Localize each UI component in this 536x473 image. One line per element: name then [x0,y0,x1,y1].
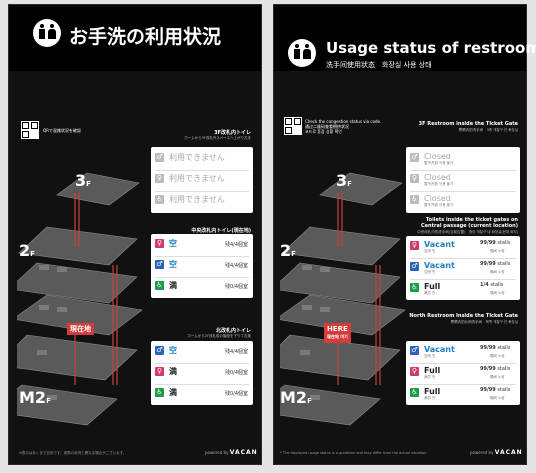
brand: powered by VACAN [470,449,523,456]
section-3f-subtitle: 票閘內的洗手间 3층 개찰구 안 화장실 [458,128,518,132]
toilet-female-icon: ♀ [155,239,164,248]
toilet-female-icon: ♀ [155,367,164,376]
toilet-female-icon: ♀ [410,241,419,250]
toilet-male-icon: ♂ [410,346,419,355]
floor-2f: 2F [19,241,35,260]
qr-label: Check the congestion status via code.通过二… [305,119,382,134]
section-north-panel: ♂空残4/4個室 ♀満残0/4個室 ♿満残0/4個室 [151,341,253,405]
floor-3f: 3F [75,171,91,190]
floor-2f: 2F [280,241,296,260]
station-map [17,172,143,426]
toilet-male-icon: ♂ [155,260,164,269]
toilet-female-icon: ♀ [155,174,164,183]
section-north-title: North Restroom Inside the Ticket Gate [409,313,518,319]
section-central-title: Toilets inside the ticket gates on Centr… [421,217,518,229]
toilet-male-icon: ♂ [155,153,164,162]
section-3f-subtitle: ホームから3F改札外スペースへ上がり左手 [184,136,251,140]
toilet-accessible-icon: ♿ [155,388,164,397]
section-central-panel: ♀空残4/4個室 ♂空残4/4個室 ♿満残0/4個室 [151,234,253,298]
section-north-subtitle: ホームから2F改札前の階段を下りて右奥 [187,334,251,338]
header: お手洗の利用状況 [9,5,261,71]
header: Usage status of restroom 洗手间使用状态 화장실 사용 … [274,5,536,71]
current-location-marker: 現在地 [67,323,94,335]
qr-label: QRで混雑状況を確認 [43,128,81,133]
section-north-subtitle: 票閘內的北側洗手间 북쪽 개찰구 안 화장실 [450,320,518,324]
toilet-male-icon: ♂ [410,153,419,162]
restroom-icon [288,39,316,67]
station-map [280,172,406,426]
section-3f-panel: ♂利用できません ♀利用できません ♿利用できません [151,147,253,213]
page-title: Usage status of restroom [326,39,536,57]
signage-japanese: お手洗の利用状況 QRで混雑状況を確認 3F 2F M2F 現在地 3F改札内ト… [8,4,262,465]
toilet-accessible-icon: ♿ [410,195,419,204]
toilet-accessible-icon: ♿ [410,388,419,397]
section-3f-title: 3F改札内トイレ [214,130,251,136]
toilet-accessible-icon: ♿ [155,195,164,204]
page-title: お手洗の利用状況 [69,26,222,48]
disclaimer: * The displayed usage status is a guidel… [280,451,428,455]
disclaimer: ※表示はあくまで目安です。実際の状況と異なる場合がございます。 [19,451,127,455]
toilet-male-icon: ♂ [155,346,164,355]
brand: powered by VACAN [205,449,258,456]
section-north-title: 北改札内トイレ [215,328,251,334]
floor-m2f: M2F [19,388,51,407]
toilet-female-icon: ♀ [410,174,419,183]
floor-3f: 3F [336,171,352,190]
floor-m2f: M2F [280,388,312,407]
toilet-female-icon: ♀ [410,367,419,376]
toilet-accessible-icon: ♿ [410,283,419,292]
toilet-accessible-icon: ♿ [155,281,164,290]
signage-english: Usage status of restroom 洗手间使用状态 화장실 사용 … [273,4,536,465]
restroom-icon [33,19,61,47]
section-central-subtitle: 中央改札内的洗手间(当前位置) 중앙 개찰구 내 화장실(현재 위치) [417,230,518,234]
page-subtitle: 洗手间使用状态 화장실 사용 상태 [326,61,432,69]
qr-code[interactable] [284,117,302,135]
toilet-male-icon: ♂ [410,262,419,271]
section-central-title: 中央改札内トイレ(現在地) [191,228,251,234]
qr-code[interactable] [21,121,39,139]
section-3f-title: 3F Restroom inside the Ticket Gate [418,121,518,127]
